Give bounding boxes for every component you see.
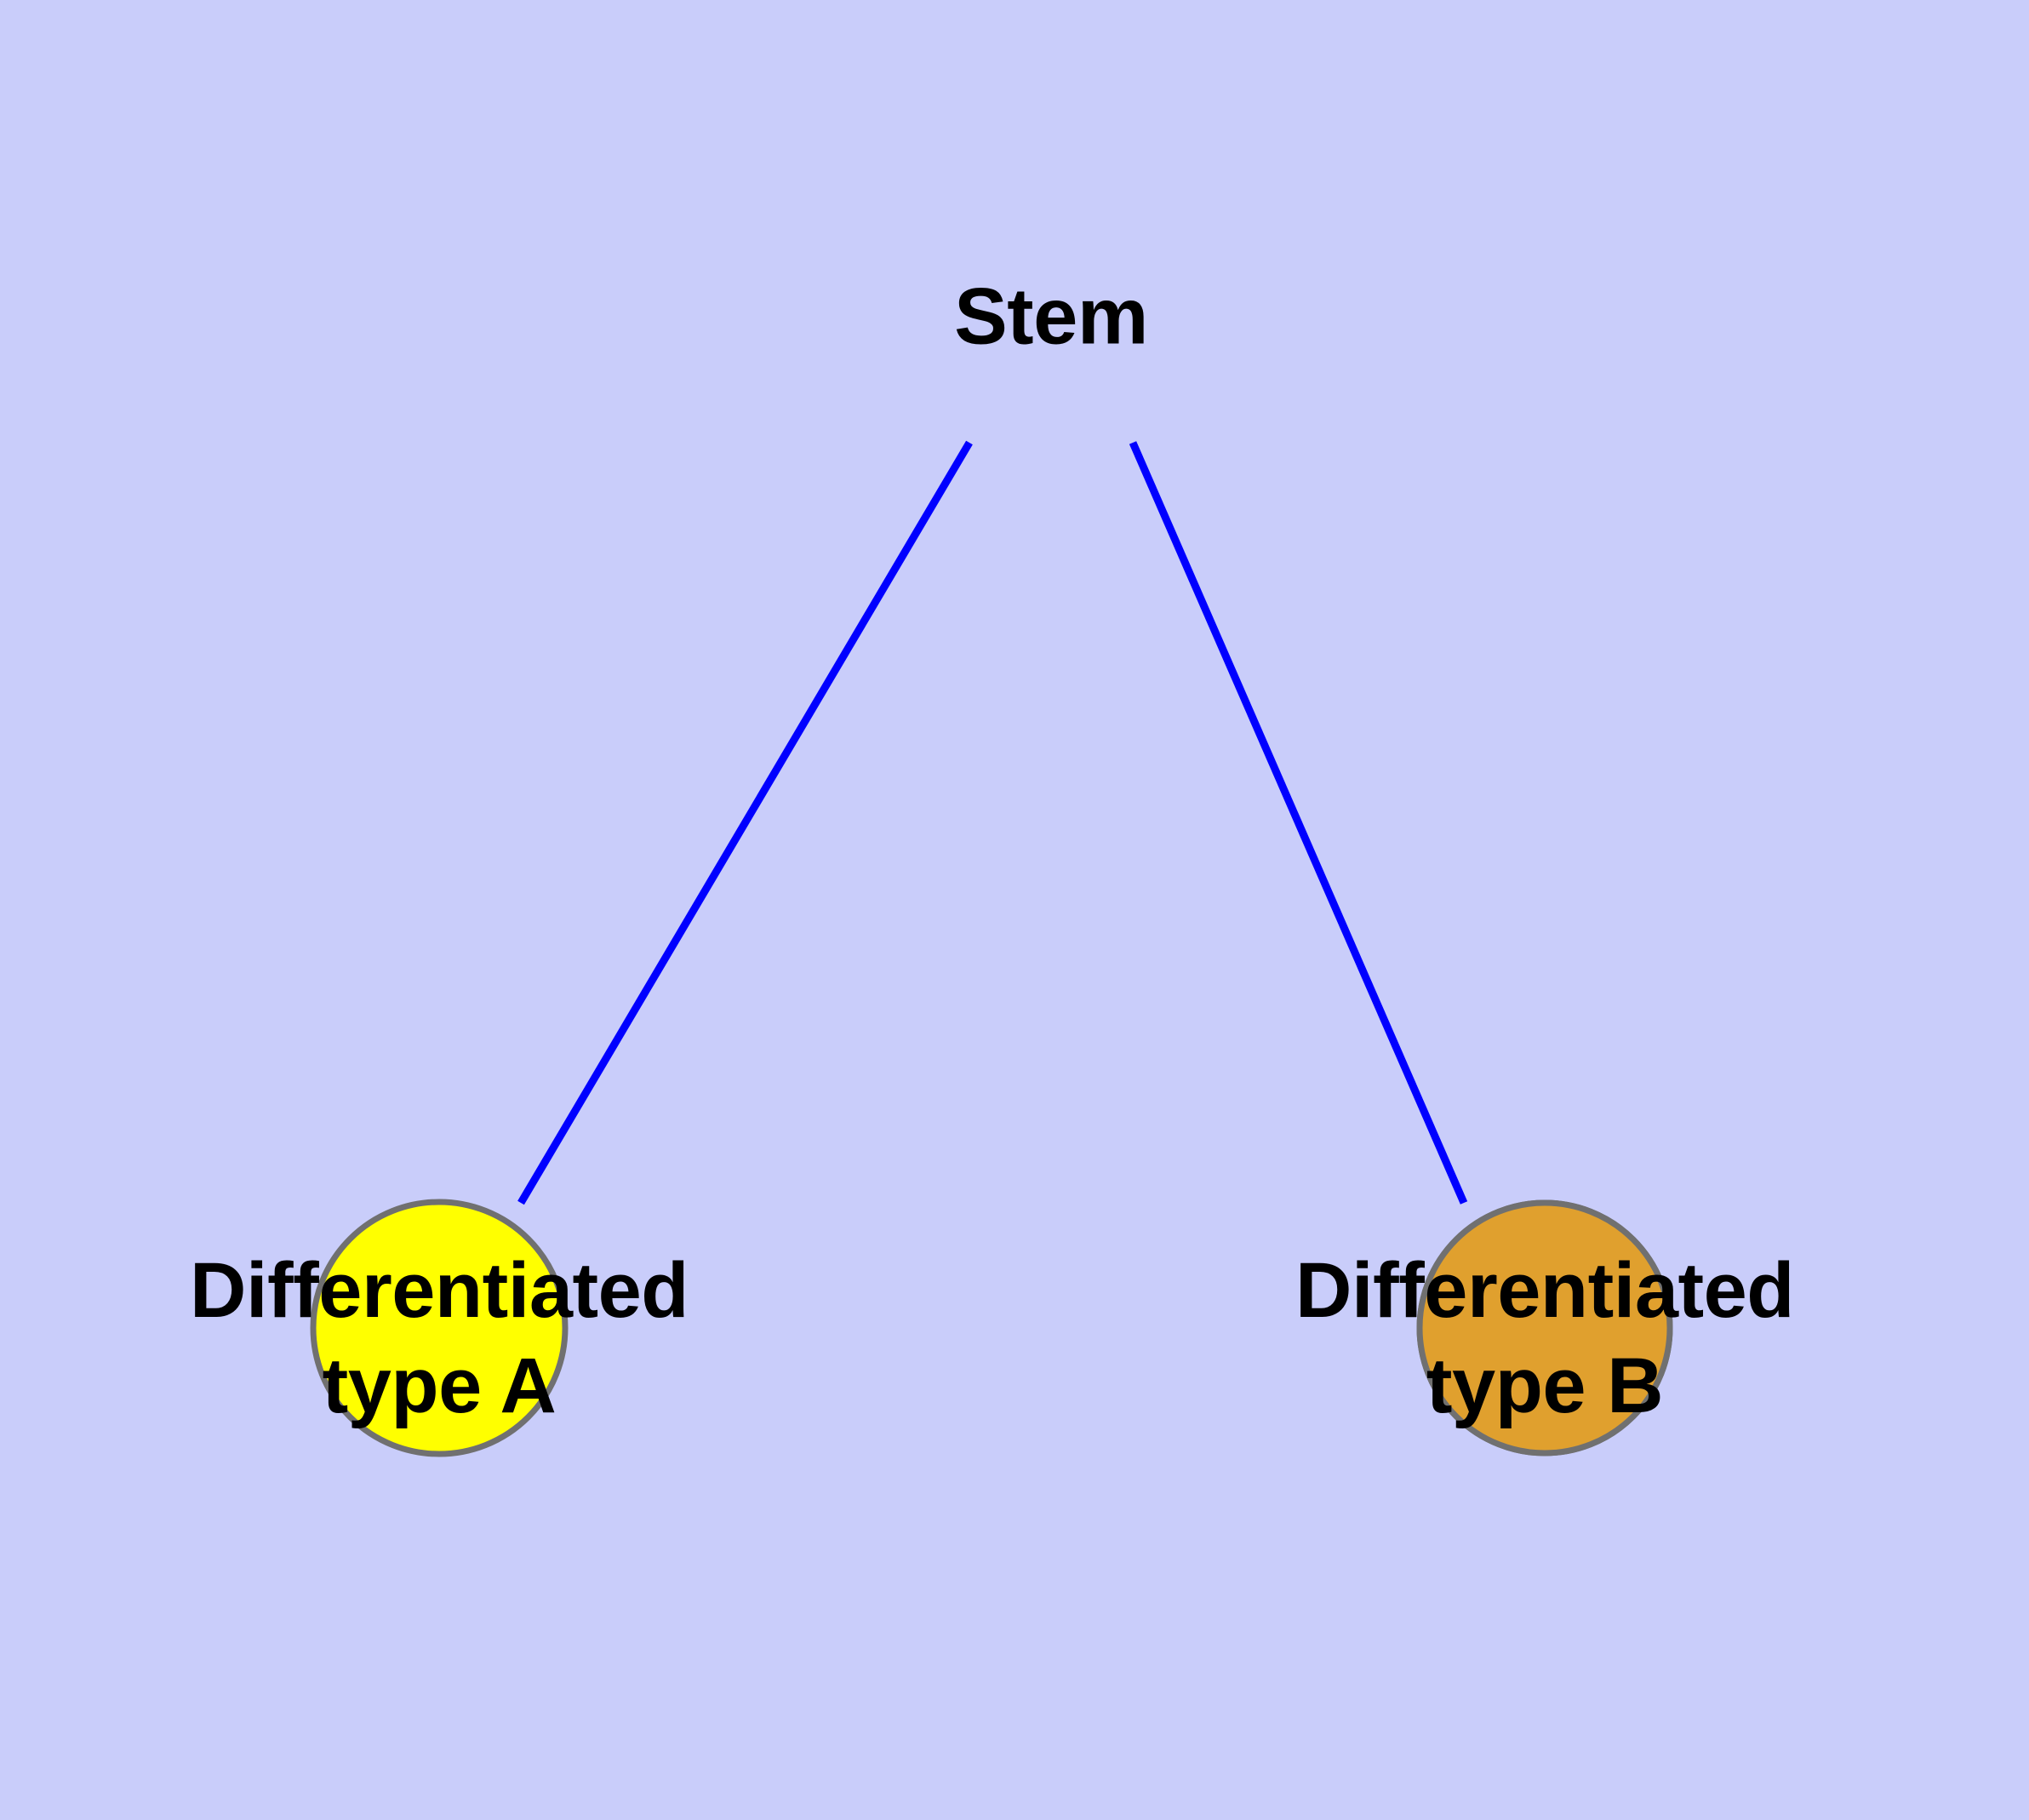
edge-stem-to-differentiated-type-a[interactable] <box>517 440 973 1205</box>
node-differentiated-type-b[interactable] <box>1416 1199 1673 1457</box>
edge-stem-to-differentiated-type-b[interactable] <box>1129 441 1468 1205</box>
node-stem[interactable] <box>310 1199 569 1457</box>
node-layer <box>310 1199 1673 1457</box>
edge-layer <box>517 440 1468 1205</box>
